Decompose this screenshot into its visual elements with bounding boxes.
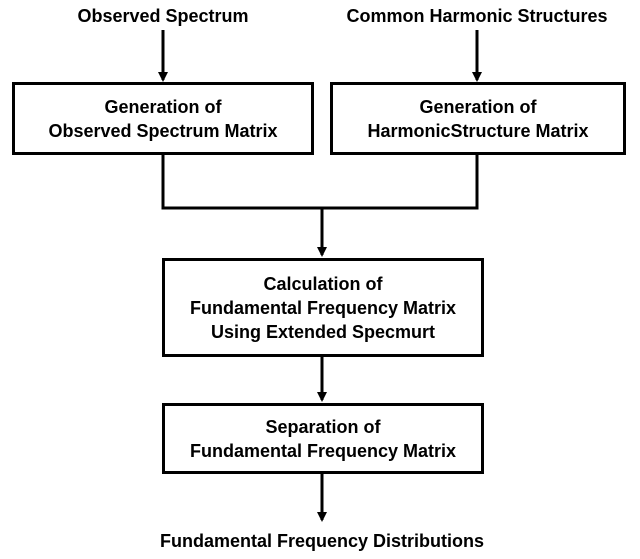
calculation-box: Calculation of Fundamental Frequency Mat… xyxy=(162,258,484,357)
generation-observed-line1: Generation of xyxy=(104,96,222,117)
separation-box: Separation of Fundamental Frequency Matr… xyxy=(162,403,484,474)
generation-harmonic-line1: Generation of xyxy=(419,96,537,117)
generation-harmonic-line2: HarmonicStructure Matrix xyxy=(367,120,589,141)
calculation-line1: Calculation of xyxy=(263,273,383,294)
fundamental-frequency-distributions-label: Fundamental Frequency Distributions xyxy=(159,531,485,551)
observed-spectrum-label: Observed Spectrum xyxy=(77,6,249,26)
calculation-line3: Using Extended Specmurt xyxy=(210,321,436,342)
separation-line2: Fundamental Frequency Matrix xyxy=(189,440,457,461)
separation-line1: Separation of xyxy=(265,416,381,437)
calculation-line2: Fundamental Frequency Matrix xyxy=(189,297,457,318)
merge-connector xyxy=(161,155,479,210)
common-harmonic-structures-label: Common Harmonic Structures xyxy=(346,6,608,26)
generation-observed-line2: Observed Spectrum Matrix xyxy=(48,120,278,141)
generation-observed-spectrum-box: Generation of Observed Spectrum Matrix xyxy=(12,82,314,155)
generation-harmonic-structure-box: Generation of HarmonicStructure Matrix xyxy=(330,82,626,155)
